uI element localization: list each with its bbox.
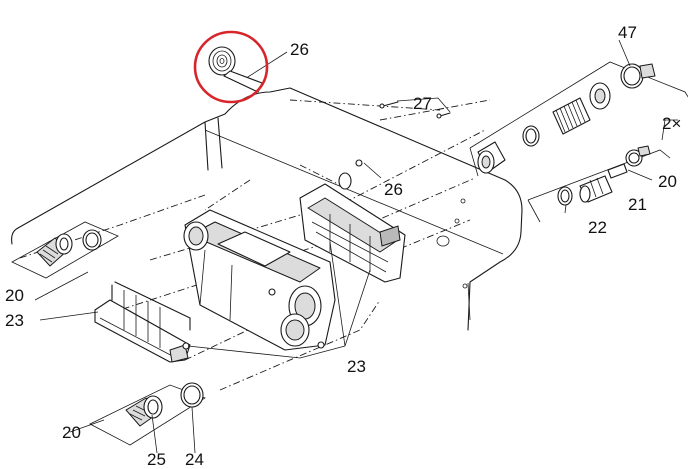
part-26-tape-roll xyxy=(208,46,263,93)
plug-20-bottom xyxy=(89,382,206,446)
plug-20-left xyxy=(11,221,119,279)
label-21: 21 xyxy=(628,195,647,214)
screws-27 xyxy=(379,97,451,119)
tray-part-23 xyxy=(94,281,191,363)
label-26-mid: 26 xyxy=(384,180,403,199)
center-box-23 xyxy=(182,209,336,351)
fitting-assembly-47 xyxy=(469,61,688,177)
label-2x: 2× xyxy=(662,114,681,133)
label-23-left: 23 xyxy=(5,311,24,330)
label-26-top: 26 xyxy=(290,40,309,59)
leader-lines xyxy=(34,39,678,454)
label-20-right: 20 xyxy=(658,172,677,191)
fitting-assembly-20 xyxy=(527,145,671,223)
highlight-circle xyxy=(193,30,269,104)
label-25: 25 xyxy=(147,450,166,469)
rear-panel-23 xyxy=(299,183,406,283)
callout-labels: 26 47 2× 27 26 20 21 22 20 23 23 20 25 2… xyxy=(5,23,681,469)
label-20-bottom: 20 xyxy=(62,423,81,442)
label-24: 24 xyxy=(185,450,204,469)
label-22: 22 xyxy=(588,218,607,237)
label-23-bottom: 23 xyxy=(347,357,366,376)
label-27: 27 xyxy=(413,94,432,113)
label-47: 47 xyxy=(618,23,637,42)
label-20-left: 20 xyxy=(5,286,24,305)
plug-26-mid xyxy=(338,159,382,190)
